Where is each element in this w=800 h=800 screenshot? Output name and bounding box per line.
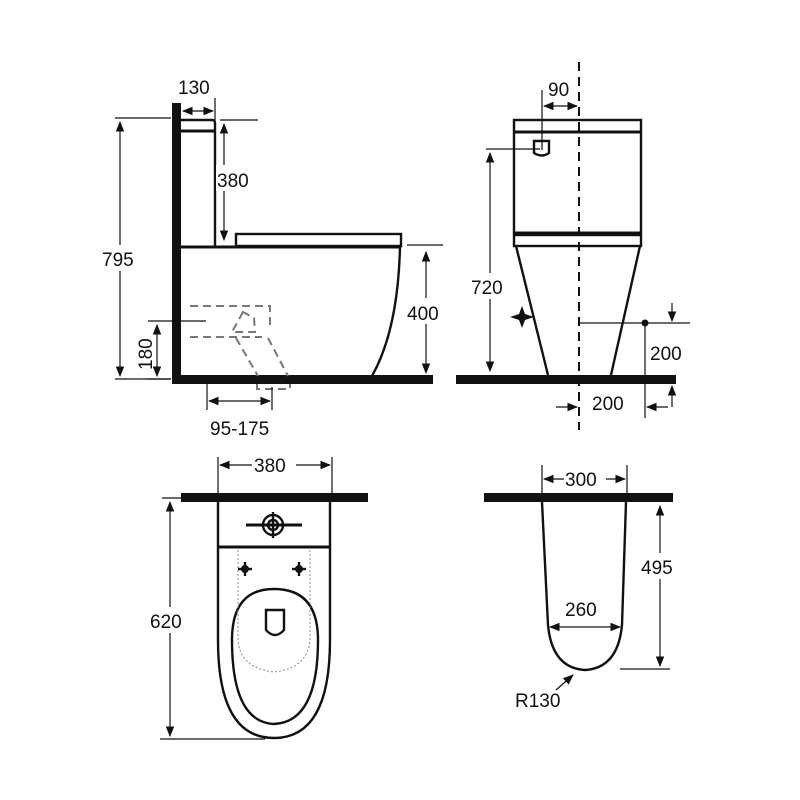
hidden-outlet [190, 305, 291, 390]
fixing-points-plan-icon [238, 562, 306, 576]
dim-label-300: 300 [565, 470, 597, 491]
dim-90: 90 [541, 80, 579, 150]
plan-view: 380 620 [150, 453, 368, 740]
flush-button-icon [532, 139, 551, 157]
dim-label-90: 90 [548, 80, 569, 101]
footprint-outline [540, 501, 628, 672]
dim-label-200-offset: 200 [592, 394, 624, 415]
dim-label-380-plan: 380 [254, 456, 286, 477]
dim-label-380: 380 [217, 171, 249, 192]
footprint-view: 300 495 260 R130 [484, 465, 682, 712]
wall [172, 103, 181, 384]
dim-300: 300 [541, 465, 628, 493]
dim-r130: R130 [515, 674, 574, 712]
wall [484, 493, 673, 502]
dim-260: 260 [548, 600, 622, 632]
dim-720: 720 [470, 148, 540, 373]
dim-200-horizontal: 200 [556, 394, 668, 415]
dim-label-400: 400 [407, 304, 439, 325]
dim-label-720: 720 [471, 278, 503, 299]
dim-label-95-175: 95-175 [210, 419, 269, 440]
cistern-front [512, 118, 643, 248]
dim-label-200-height: 200 [650, 344, 682, 365]
toilet-outline-plan [216, 502, 332, 740]
dim-200-vertical: 200 [579, 303, 690, 418]
flush-button-plan-icon [246, 512, 302, 538]
dim-180: 180 [136, 320, 206, 380]
side-view: 130 380 795 400 180 [101, 78, 448, 440]
dim-label-620: 620 [150, 612, 182, 633]
bowl-side [181, 232, 403, 377]
dim-label-180: 180 [136, 338, 157, 370]
wall [181, 493, 368, 502]
dim-label-260: 260 [565, 600, 597, 621]
dim-label-r130: R130 [515, 691, 560, 712]
pedestal-front [514, 245, 642, 376]
dim-label-495: 495 [641, 558, 673, 579]
front-view: 90 720 200 200 [456, 62, 690, 430]
dim-95-175: 95-175 [206, 384, 273, 440]
dim-380-plan: 380 [217, 453, 333, 493]
floor [456, 375, 676, 384]
dim-795: 795 [101, 117, 171, 380]
dim-400: 400 [406, 244, 448, 375]
fixing-point-icon [510, 306, 534, 328]
dim-130: 130 [178, 78, 216, 120]
dim-380: 380 [216, 119, 258, 242]
dim-label-795: 795 [102, 250, 134, 271]
dim-label-130: 130 [178, 78, 210, 99]
dim-495: 495 [620, 504, 682, 670]
floor [172, 375, 433, 384]
cistern-side [181, 118, 217, 246]
outlet-icon [264, 608, 286, 637]
dim-620: 620 [150, 497, 265, 740]
